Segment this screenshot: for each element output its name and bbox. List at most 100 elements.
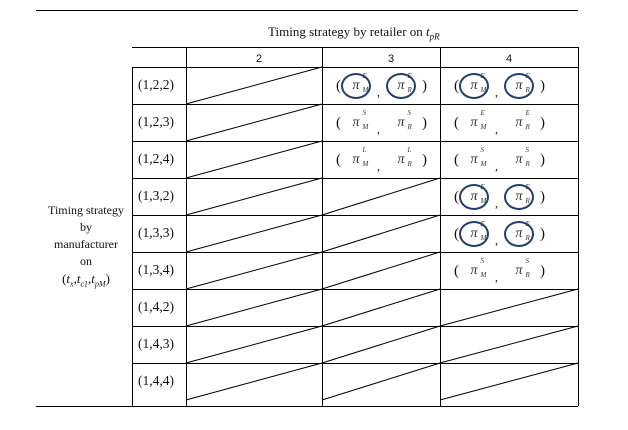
open-paren: ( [454,114,459,131]
comma: , [377,84,380,99]
column-header-4: 4 [505,53,513,65]
row-divider [132,215,578,216]
close-paren: ) [540,77,545,94]
vline-col4-left [440,47,441,406]
empty-cell-slash [439,288,579,327]
open-paren: ( [336,77,341,94]
empty-cell-slash [321,251,441,290]
side-label-line4: on [80,254,92,268]
row-divider [132,326,578,327]
empty-cell-slash [185,140,323,179]
column-header-rule [132,67,578,68]
side-label-tuple: (tx,tc1,tpM) [62,271,110,289]
row-divider [132,363,578,364]
close-paren: ) [540,114,545,131]
vline-col2-left [186,47,187,406]
open-paren: ( [454,225,459,242]
empty-cell-slash [321,362,441,401]
row-divider [132,252,578,253]
row-label: (1,4,2) [138,299,174,314]
row-label: (1,4,3) [138,336,174,351]
close-paren: ) [540,225,545,242]
comma: , [495,84,498,99]
vline-rowlabel-left [132,67,133,406]
empty-cell-slash [321,288,441,327]
close-paren: ) [422,151,427,168]
open-paren: ( [454,77,459,94]
comma: , [377,158,380,173]
header-title: Timing strategy by retailer on tpR [268,24,440,42]
close-paren: ) [540,188,545,205]
close-paren: ) [422,77,427,94]
close-paren: ) [422,114,427,131]
empty-cell-slash [185,325,323,364]
row-divider [132,104,578,105]
empty-cell-slash [185,288,323,327]
header-title-text: Timing strategy by retailer on [268,24,423,39]
open-paren: ( [454,151,459,168]
row-label: (1,2,2) [138,77,174,92]
empty-cell-slash [185,214,323,253]
comma: , [495,269,498,284]
row-divider [132,178,578,179]
open-paren: ( [454,262,459,279]
row-divider [132,289,578,290]
comma: , [495,195,498,210]
empty-cell-slash [321,214,441,253]
empty-cell-slash [321,177,441,216]
side-label-line1: Timing strategy [48,203,124,217]
empty-cell-slash [439,325,579,364]
empty-cell-slash [185,66,323,105]
row-label: (1,3,3) [138,225,174,240]
open-paren: ( [454,188,459,205]
row-divider [132,141,578,142]
table-bottom-rule [36,406,578,407]
table-top-rule [36,10,578,11]
empty-cell-slash [439,362,579,401]
comma: , [377,121,380,136]
header-title-var-sub: pR [429,31,440,42]
row-label: (1,3,2) [138,188,174,203]
empty-cell-slash [185,362,323,401]
side-label-line3: manufacturer [54,237,118,251]
open-paren: ( [336,114,341,131]
vline-right [578,47,579,406]
comma: , [495,158,498,173]
row-label: (1,4,4) [138,373,174,388]
column-header-2: 2 [255,53,263,65]
row-label: (1,2,4) [138,151,174,166]
side-label: Timing strategy by manufacturer on (tx,t… [36,202,136,293]
close-paren: ) [540,151,545,168]
close-paren: ) [540,262,545,279]
vline-col3-left [322,47,323,406]
empty-cell-slash [185,251,323,290]
comma: , [495,121,498,136]
empty-cell-slash [185,177,323,216]
